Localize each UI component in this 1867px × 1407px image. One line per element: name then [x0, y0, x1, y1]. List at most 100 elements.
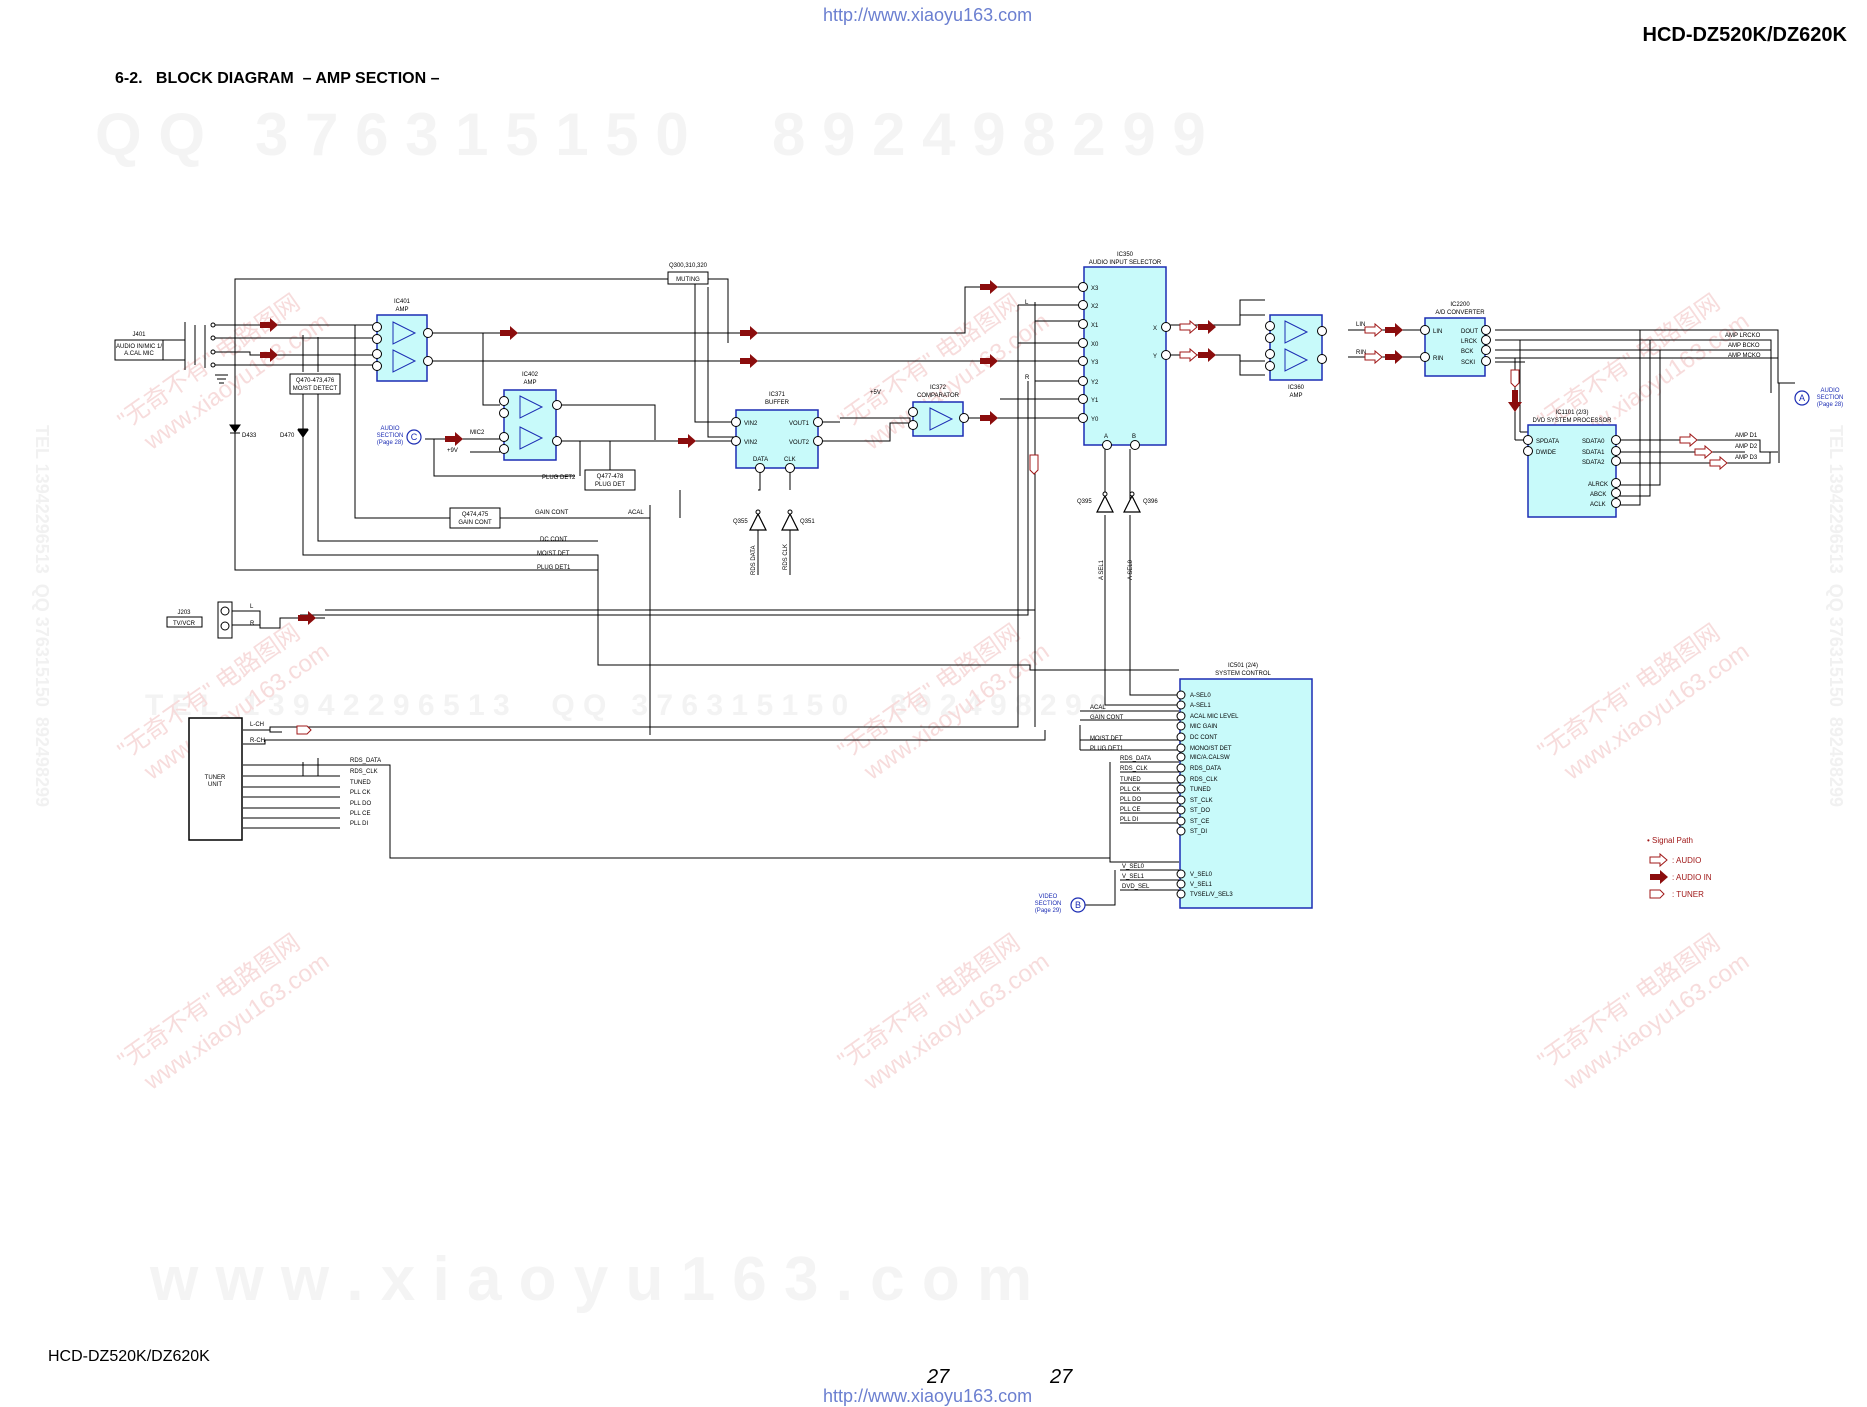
q470-label: MO/ST DETECT: [293, 386, 338, 392]
sc-left-0: ACAL: [1090, 705, 1106, 711]
connector-b-letter: B: [1075, 900, 1081, 910]
q474-ref: Q474,475: [462, 512, 489, 518]
rin-label: RIN: [1356, 350, 1366, 356]
amp-d1-label: AMP D1: [1735, 433, 1758, 439]
r-ch-label: R-CH: [250, 738, 265, 744]
q474-label: GAIN CONT: [458, 520, 492, 526]
ic2200-ref: IC2200: [1450, 302, 1470, 308]
ic1101-pin-sdata1: SDATA1: [1582, 450, 1605, 456]
ic371-pin-vin2-a: VIN2: [744, 421, 758, 427]
stamp-7: "无奇不有" 电路图网 www.xiaoyu163.com: [113, 929, 334, 1096]
ic501-pin-dot: [1176, 826, 1186, 836]
j401-jack: J401 AUDIO IN/MIC 1/A.CAL MIC: [114, 322, 228, 384]
d470-label: D470: [280, 433, 295, 439]
q300-box: Q300,310,320 MUTING: [667, 263, 709, 285]
tuner-bus-5: PLL CE: [350, 811, 370, 817]
mic2-label: MIC2: [470, 430, 485, 436]
q474-box: Q474,475 GAIN CONT: [449, 507, 501, 529]
footer-model: HCD-DZ520K/DZ620K: [48, 1348, 210, 1365]
ic1101: IC1101 (2/3) DVD SYSTEM PROCESSOR SPDATA…: [1523, 410, 1621, 518]
ic350-pin-y2: Y2: [1091, 380, 1099, 386]
ic350-ref: IC350: [1117, 252, 1134, 258]
sc-left-2: MO/ST DET: [1090, 736, 1123, 742]
ic350: IC350 AUDIO INPUT SELECTOR X3 X2 X1 X0 Y…: [1078, 252, 1171, 450]
section-title: 6-2. BLOCK DIAGRAM – AMP SECTION –: [115, 70, 440, 87]
tuner-bus-4: PLL DO: [350, 801, 371, 807]
ic501-pin-dot: [1176, 889, 1186, 899]
ic501-pin-dot: [1176, 721, 1186, 731]
plug-det2-label: PLUG DET2: [542, 475, 576, 481]
ic371-pin-vout1: VOUT1: [789, 421, 810, 427]
ic501-pin-label: MIC GAIN: [1190, 724, 1217, 730]
sc-bus-3: PLL CK: [1120, 787, 1140, 793]
q477-box: Q477-478 PLUG DET: [584, 469, 636, 491]
ic350-pin-y1: Y1: [1091, 398, 1099, 404]
d433-diode: D433: [229, 424, 257, 439]
ic501-pin-dot: [1176, 743, 1186, 753]
ic1101-pin-dwide: DWIDE: [1536, 450, 1556, 456]
ic501-pin-label: ST_CLK: [1190, 798, 1213, 804]
tuner-bus-3: PLL CK: [350, 790, 370, 796]
amp-d3-label: AMP D3: [1735, 455, 1758, 461]
wires: [213, 278, 1795, 906]
ic1101-pin-sdata2: SDATA2: [1582, 460, 1605, 466]
ic501: IC501 (2/4) SYSTEM CONTROL A-SEL0A-SEL1A…: [1090, 663, 1313, 909]
amp-d2-label: AMP D2: [1735, 444, 1758, 450]
ic1101-pin-spdata: SPDATA: [1536, 439, 1559, 445]
ic1101-pin-abck: ABCK: [1590, 492, 1606, 498]
ic501-pin-dot: [1176, 816, 1186, 826]
ic371-pin-clk: CLK: [784, 457, 796, 463]
signal-path-legend: • Signal Path : AUDIO : AUDIO IN : TUNER: [1647, 836, 1712, 899]
j203-jack: J203 TV/VCR L R: [166, 601, 255, 639]
ic372-ref: IC372: [930, 385, 947, 391]
legend-audio: : AUDIO: [1672, 856, 1701, 865]
ic372-label: COMPARATOR: [917, 393, 960, 399]
ic501-pin-dot: [1176, 732, 1186, 742]
q351-label: Q351: [800, 519, 815, 525]
sc-bus-6: PLL DI: [1120, 817, 1138, 823]
ic371-label: BUFFER: [765, 400, 790, 406]
ic501-pin-dot: [1176, 690, 1186, 700]
sc-bus-4: PLL DO: [1120, 797, 1141, 803]
tuner-bus-6: PLL DI: [350, 821, 368, 827]
ic1101-pin-aclk: ACLK: [1590, 502, 1606, 508]
bottom-url[interactable]: http://www.xiaoyu163.com: [823, 1386, 1033, 1406]
j401-ref: J401: [132, 332, 146, 338]
q396-label: Q396: [1143, 499, 1158, 505]
d433-label: D433: [242, 433, 257, 439]
ic501-pin-dot: [1176, 795, 1186, 805]
ic350-pin-x0: X0: [1091, 342, 1099, 348]
mo-st-det-label: MO/ST DET: [537, 551, 570, 557]
q355-label: Q355: [733, 519, 748, 525]
ic2200-pin-lin: LIN: [1433, 329, 1442, 335]
top-url[interactable]: http://www.xiaoyu163.com: [823, 5, 1033, 25]
watermark-www: w w w . x i a o y u 1 6 3 . c o m: [149, 1245, 1032, 1314]
j203-label: TV/VCR: [173, 621, 196, 627]
ic2200-label: A/D CONVERTER: [1435, 310, 1485, 316]
ic501-pin-dot: [1176, 700, 1186, 710]
stamp-8: "无奇不有" 电路图网 www.xiaoyu163.com: [833, 929, 1054, 1096]
q470-box: Q470-473,476 MO/ST DETECT: [289, 373, 341, 395]
ic350-pin-y3: Y3: [1091, 360, 1099, 366]
sc-bus-5: PLL CE: [1120, 807, 1140, 813]
sc-bus-1: RDS_CLK: [1120, 766, 1148, 772]
connector-c-letter: C: [411, 432, 418, 442]
ic501-pin-dot: [1176, 879, 1186, 889]
watermark-layer: Q Q 3 7 6 3 1 5 1 5 0 8 9 2 4 9 8 2 9 9 …: [32, 101, 1846, 1314]
ic501-pin-dot: [1176, 711, 1186, 721]
plus5v-label: +5V: [870, 390, 881, 396]
ic1101-pin-alrck: ALRCK: [1588, 482, 1608, 488]
page-number-right: 27: [1050, 1366, 1073, 1388]
q477-label: PLUG DET: [595, 482, 625, 488]
ic501-pin-label: DC CONT: [1190, 735, 1218, 741]
a-sel1-vertical: A SEL1: [1099, 559, 1105, 580]
d470-diode: D470: [280, 428, 309, 439]
watermark-side-right: TEL 13942296513 QQ 376315150 892498299: [1826, 425, 1846, 807]
